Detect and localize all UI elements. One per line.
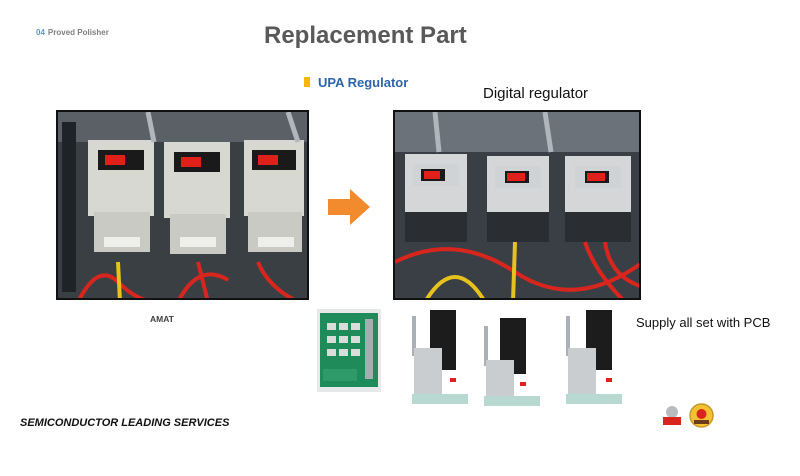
amat-label: AMAT: [150, 314, 174, 324]
seal-logo-icon: [689, 403, 714, 428]
digital-regulator-photo: [393, 110, 641, 300]
subtitle-marker: [304, 77, 310, 87]
section-number: 04: [36, 28, 45, 37]
subtitle: UPA Regulator: [318, 75, 409, 90]
regulator-set-photo: [400, 308, 628, 410]
digital-regulator-label: Digital regulator: [483, 85, 589, 102]
page-title: Replacement Part: [264, 22, 467, 49]
company-logo-icon: [661, 404, 683, 426]
right-arrow-icon: [328, 189, 370, 225]
supply-set-label: Supply all set with PCB: [636, 315, 771, 330]
footer-company-name: SEMICONDUCTOR LEADING SERVICES: [20, 417, 230, 429]
amat-regulator-photo: [56, 110, 309, 300]
pcb-photo: [317, 309, 381, 392]
section-name: Proved Polisher: [47, 28, 109, 37]
